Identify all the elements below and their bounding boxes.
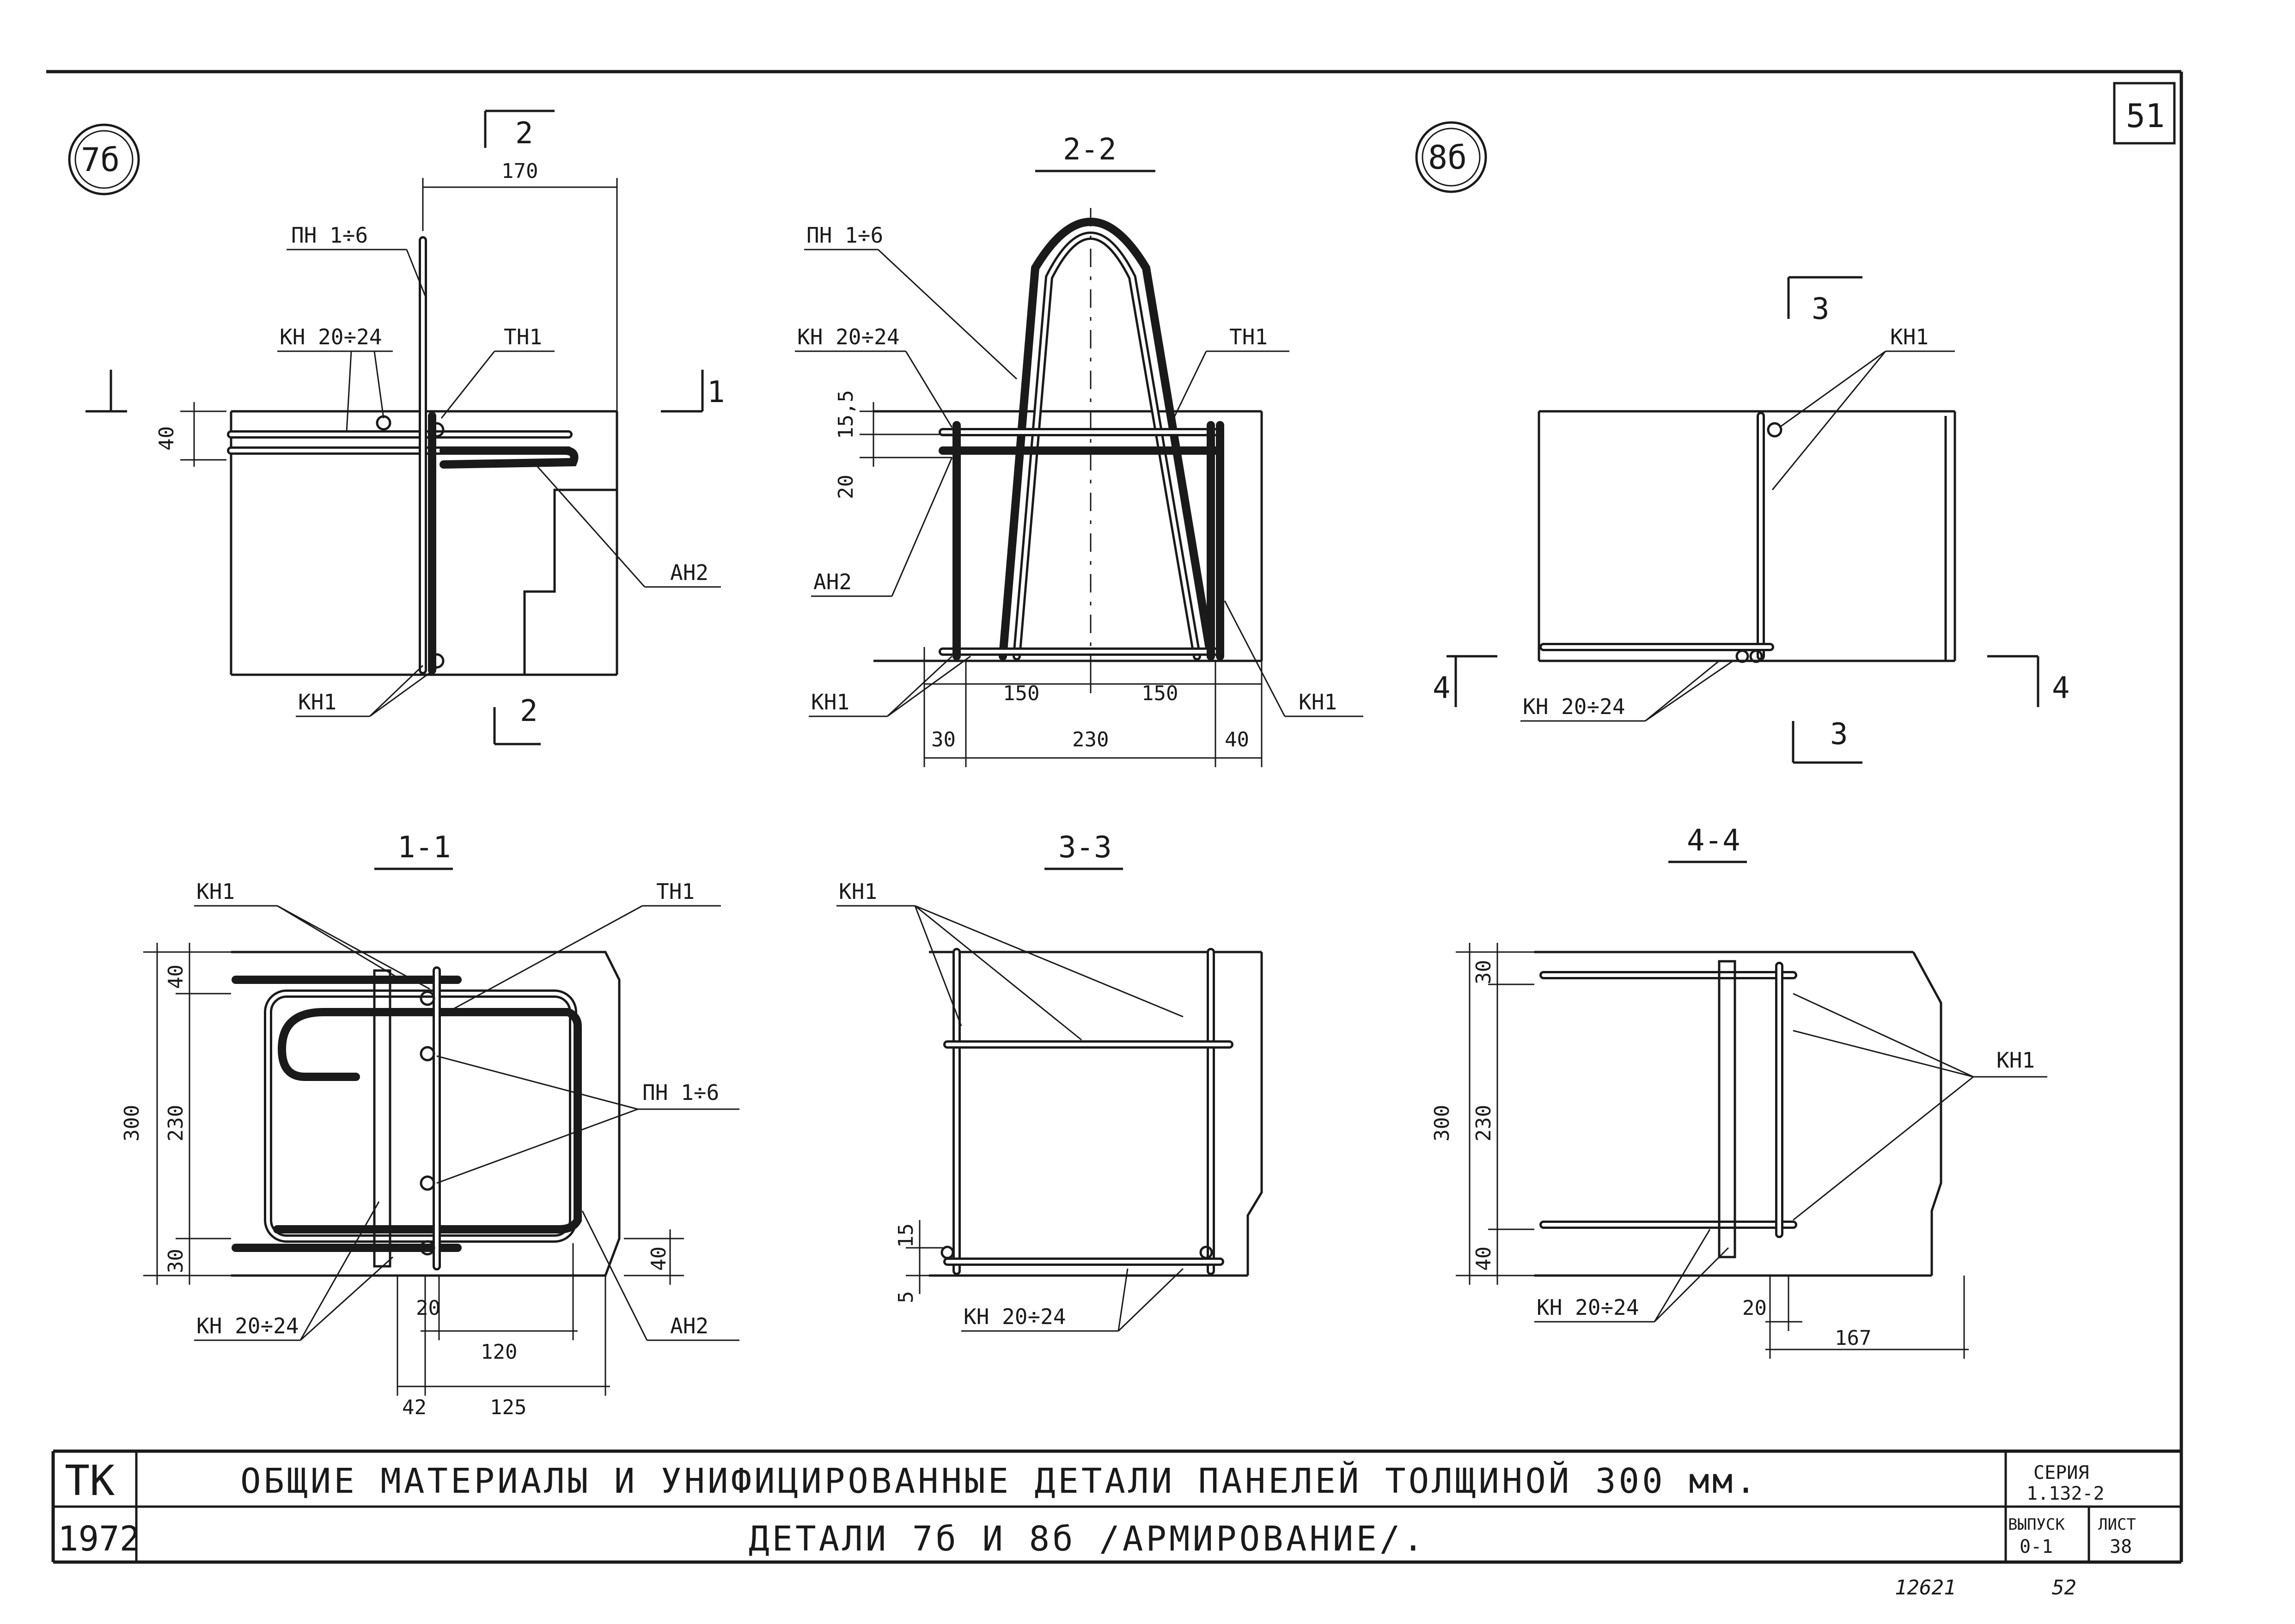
label-an2-1-1: АН2 (670, 1313, 708, 1338)
label-kn2024-3-3: КН 20÷24 (964, 1304, 1066, 1329)
dim-150-right: 150 (1141, 682, 1178, 705)
label-kn1-2-2-right: КН1 (1299, 690, 1337, 714)
dim-40-1-1-top: 40 (164, 965, 188, 989)
label-kn1-2-2-left: КН1 (811, 690, 849, 714)
series-value: 1.132-2 (2026, 1483, 2105, 1504)
dim-20-2-2: 20 (834, 475, 858, 499)
label-kn1-3-3: КН1 (839, 879, 877, 904)
label-pn-1-1: ПН 1÷6 (642, 1080, 719, 1105)
section-1-1-view: 1-1 300 40 230 30 40 (120, 830, 739, 1419)
dim-230-2-2: 230 (1072, 728, 1109, 751)
cut-3-top: 3 (1812, 292, 1830, 326)
detail-7b-marker: 7б (81, 141, 120, 179)
dim-167-4-4: 167 (1835, 1326, 1871, 1350)
cut-2-top: 2 (515, 116, 533, 151)
dim-20-1-1: 20 (416, 1296, 440, 1320)
dim-30-1-1: 30 (164, 1249, 188, 1273)
section-3-3-title: 3-3 (1058, 830, 1112, 865)
dim-40-7b: 40 (155, 426, 178, 451)
archive-page: 52 (2052, 1576, 2076, 1600)
dim-15-5: 15,5 (834, 390, 858, 439)
label-kn1-7b: КН1 (298, 690, 336, 714)
dim-30-4-4: 30 (1472, 960, 1495, 984)
detail-7b-view: 7б 2 2 1 170 (68, 110, 725, 745)
dim-15-3-3: 15 (894, 1223, 918, 1248)
label-kn1-1-1: КН1 (196, 879, 235, 904)
list-label: ЛИСТ (2098, 1515, 2136, 1534)
issue-label: ВЫПУСК (2008, 1515, 2065, 1534)
archive-number: 12621 (1895, 1576, 1956, 1600)
section-3-3-view: 3-3 КН1 15 5 КН 20÷24 (836, 830, 1263, 1332)
cut-4-left: 4 (1433, 671, 1451, 705)
sheet-frame (46, 70, 2183, 1564)
label-an2-2-2: АН2 (813, 569, 852, 594)
section-4-4-view: 4-4 300 30 230 40 20 167 КН1 (1430, 824, 2047, 1359)
label-tn1-7b: ТН1 (504, 324, 542, 349)
label-tn1-2-2: ТН1 (1229, 324, 1268, 349)
label-kn1-4-4: КН1 (1996, 1048, 2035, 1073)
detail-8b-marker: 8б (1428, 139, 1467, 177)
label-kn2024-4-4: КН 20÷24 (1537, 1295, 1639, 1320)
issue-value: 0-1 (2020, 1536, 2053, 1557)
series-label: СЕРИЯ (2033, 1462, 2089, 1484)
cut-2-bottom: 2 (520, 694, 538, 728)
sheet-number: 51 (2126, 97, 2165, 135)
dim-42-1-1: 42 (402, 1396, 427, 1419)
label-kn1-8b: КН1 (1890, 324, 1929, 349)
detail-8b-view: 8б 3 3 4 4 КН1 КН 20÷24 (1415, 121, 2070, 764)
dim-300-1-1: 300 (120, 1105, 144, 1142)
label-tn1-1-1: ТН1 (656, 879, 695, 904)
label-kn2024-7b: КН 20÷24 (280, 324, 382, 349)
cut-4-right: 4 (2052, 671, 2070, 705)
dim-5-3-3: 5 (894, 1291, 918, 1304)
label-an2-7b: АН2 (670, 560, 708, 585)
dim-230-1-1: 230 (164, 1105, 188, 1142)
section-4-4-title: 4-4 (1687, 824, 1740, 858)
dim-150-left: 150 (1003, 682, 1039, 705)
dim-170: 170 (501, 159, 538, 183)
dim-120-1-1: 120 (481, 1340, 517, 1364)
cut-1-right: 1 (707, 375, 725, 409)
dim-40-4-4: 40 (1472, 1246, 1495, 1271)
label-kn2024-8b: КН 20÷24 (1523, 694, 1625, 719)
dim-125-1-1: 125 (490, 1396, 526, 1419)
cut-3-bottom: 3 (1830, 717, 1848, 751)
dim-40-2-2: 40 (1225, 728, 1249, 751)
label-pn-2-2: ПН 1÷6 (806, 223, 883, 248)
stamp-tk: ТК (65, 1457, 115, 1505)
section-2-2-title: 2-2 (1063, 133, 1117, 167)
dim-300-4-4: 300 (1430, 1105, 1454, 1142)
dim-30-2-2: 30 (931, 728, 956, 751)
label-kn2024-1-1: КН 20÷24 (196, 1313, 299, 1338)
section-1-1-title: 1-1 (397, 830, 451, 865)
dim-20-4-4: 20 (1742, 1296, 1767, 1320)
list-value: 38 (2110, 1536, 2132, 1557)
label-kn2024-2-2: КН 20÷24 (797, 324, 900, 349)
label-pn-7b: ПН 1÷6 (291, 223, 368, 248)
dim-230-4-4: 230 (1472, 1105, 1495, 1142)
section-2-2-view: 2-2 15,5 20 150 (795, 133, 1363, 767)
title-line-1: ОБЩИЕ МАТЕРИАЛЫ И УНИФИЦИРОВАННЫЕ ДЕТАЛИ… (240, 1460, 1759, 1501)
title-line-2: ДЕТАЛИ 7б И 8б /АРМИРОВАНИЕ/. (749, 1519, 1426, 1559)
stamp-year: 1972 (58, 1519, 140, 1559)
dim-40-1-1-right: 40 (647, 1246, 671, 1271)
